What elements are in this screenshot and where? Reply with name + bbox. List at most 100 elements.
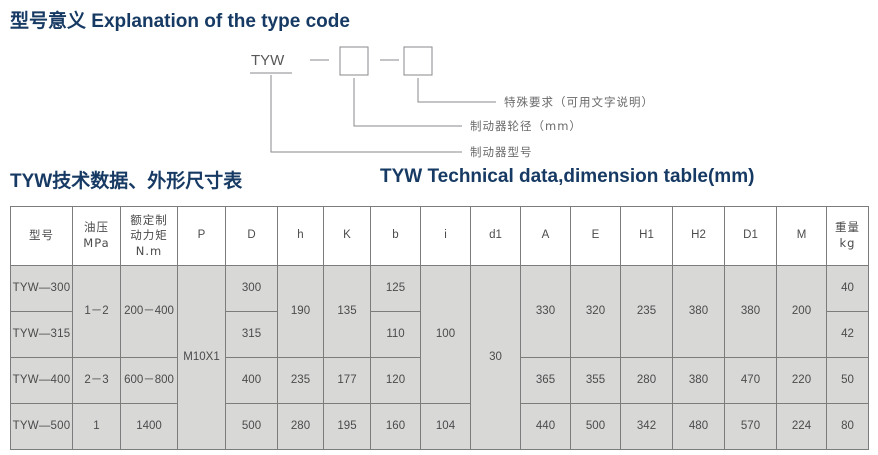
cell-P: M10X1 bbox=[177, 265, 226, 450]
column-header-line: h bbox=[297, 229, 304, 242]
column-header-H1: H1 bbox=[620, 206, 673, 266]
column-header-line: 重量 bbox=[835, 220, 860, 235]
annotation-brake-model: 制动器型号 bbox=[470, 145, 533, 159]
cell-K: 177 bbox=[323, 357, 371, 404]
cell-D1: 470 bbox=[724, 357, 777, 404]
cell-pressure: 1－2 bbox=[72, 265, 121, 358]
column-header-line: N.m bbox=[135, 243, 163, 258]
column-header-P: P bbox=[177, 206, 226, 266]
cell-K: 195 bbox=[323, 403, 371, 450]
cell-A: 330 bbox=[520, 265, 571, 358]
leader-line-special-requirement bbox=[417, 78, 496, 103]
section-title-table-en: TYW Technical data,dimension table(mm) bbox=[380, 166, 755, 187]
cell-model: TYW—300 bbox=[10, 265, 73, 312]
cell-D: 500 bbox=[225, 403, 278, 450]
cell-h: 280 bbox=[277, 403, 324, 450]
column-header-line: H2 bbox=[691, 229, 706, 242]
cell-H2: 480 bbox=[672, 403, 725, 450]
column-header-line: 动力矩 bbox=[130, 228, 168, 243]
column-header-line: 额定制 bbox=[130, 212, 168, 227]
cell-weight: 42 bbox=[826, 311, 869, 358]
column-header-E: E bbox=[570, 206, 621, 266]
cell-h: 190 bbox=[277, 265, 324, 358]
code-box-1 bbox=[339, 46, 369, 76]
type-code-prefix: TYW bbox=[251, 52, 285, 69]
cell-A: 440 bbox=[520, 403, 571, 450]
cell-b: 160 bbox=[370, 403, 421, 450]
column-header-i: i bbox=[420, 206, 471, 266]
column-header-line: i bbox=[444, 229, 447, 242]
column-header-line: P bbox=[197, 229, 206, 242]
leader-line-brake-model bbox=[270, 75, 462, 153]
column-header-line: kg bbox=[839, 236, 856, 250]
cell-pressure: 1 bbox=[72, 403, 121, 450]
column-header-D: D bbox=[225, 206, 278, 266]
column-header-line: MPa bbox=[83, 236, 110, 250]
section-title-table-cn: TYW技术数据、外形尺寸表 bbox=[10, 171, 243, 192]
column-header-D1: D1 bbox=[724, 206, 777, 266]
column-header-line: E bbox=[591, 229, 600, 242]
cell-h: 235 bbox=[277, 357, 324, 404]
cell-D: 300 bbox=[225, 265, 278, 312]
cell-D1: 570 bbox=[724, 403, 777, 450]
cell-H1: 342 bbox=[620, 403, 673, 450]
cell-weight: 50 bbox=[826, 357, 869, 404]
column-header-b: b bbox=[370, 206, 421, 266]
column-header-line: 油压 bbox=[84, 220, 109, 235]
cell-torque: 1400 bbox=[120, 403, 178, 450]
cell-model: TYW—400 bbox=[10, 357, 73, 404]
code-box-2 bbox=[403, 46, 433, 76]
cell-d1: 30 bbox=[470, 265, 521, 450]
cell-model: TYW—315 bbox=[10, 311, 73, 358]
annotation-special-requirement: 特殊要求（可用文字说明） bbox=[504, 95, 654, 109]
column-header-line: 型号 bbox=[29, 228, 54, 243]
column-header-line: M bbox=[796, 229, 807, 242]
column-header-K: K bbox=[323, 206, 371, 266]
cell-D: 400 bbox=[225, 357, 278, 404]
column-header-line: d1 bbox=[489, 229, 502, 242]
annotation-wheel-diameter: 制动器轮径（mm） bbox=[470, 119, 582, 133]
column-header-M: M bbox=[776, 206, 827, 266]
cell-weight: 40 bbox=[826, 265, 869, 312]
column-header-A: A bbox=[520, 206, 571, 266]
cell-H2: 380 bbox=[672, 265, 725, 358]
cell-torque: 200－400 bbox=[120, 265, 178, 358]
cell-E: 320 bbox=[570, 265, 621, 358]
cell-M: 200 bbox=[776, 265, 827, 358]
column-header-line: b bbox=[392, 229, 399, 242]
cell-H1: 280 bbox=[620, 357, 673, 404]
column-header-line: K bbox=[343, 229, 351, 242]
page-title-type-code: 型号意义 Explanation of the type code bbox=[10, 11, 350, 32]
cell-weight: 80 bbox=[826, 403, 869, 450]
cell-H2: 380 bbox=[672, 357, 725, 404]
cell-D1: 380 bbox=[724, 265, 777, 358]
column-header-line: D bbox=[247, 229, 256, 242]
cell-i: 104 bbox=[420, 403, 471, 450]
type-code-diagram: TYW 特殊要求（可用文字说明） 制动器轮径（mm） 制动器型号 bbox=[0, 34, 878, 160]
column-header-line: D1 bbox=[743, 229, 758, 242]
column-header-H2: H2 bbox=[672, 206, 725, 266]
cell-i: 100 bbox=[420, 265, 471, 404]
cell-M: 224 bbox=[776, 403, 827, 450]
cell-torque: 600－800 bbox=[120, 357, 178, 404]
cell-M: 220 bbox=[776, 357, 827, 404]
column-header-line: A bbox=[541, 229, 550, 242]
cell-H1: 235 bbox=[620, 265, 673, 358]
cell-b: 125 bbox=[370, 265, 421, 312]
cell-A: 365 bbox=[520, 357, 571, 404]
leader-line-wheel-diameter bbox=[353, 78, 462, 127]
cell-model: TYW—500 bbox=[10, 403, 73, 450]
cell-b: 110 bbox=[370, 311, 421, 358]
cell-b: 120 bbox=[370, 357, 421, 404]
cell-pressure: 2－3 bbox=[72, 357, 121, 404]
